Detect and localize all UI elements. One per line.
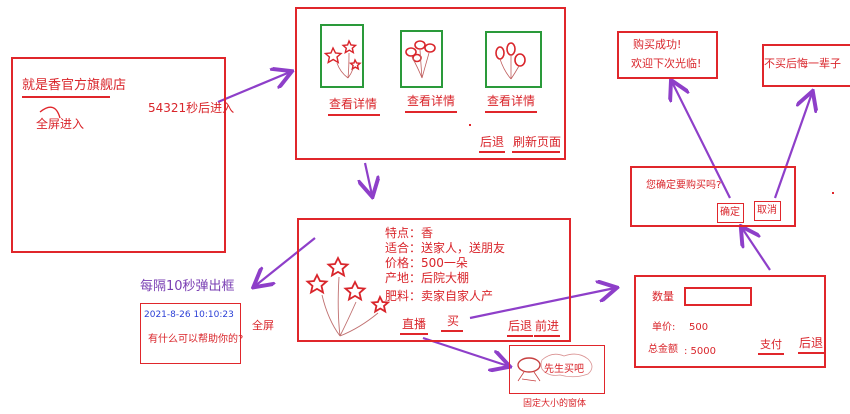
live-window-caption: 固定大小的窗体 [523, 399, 587, 409]
confirm-cancel-button[interactable] [754, 201, 781, 221]
arrow-list-to-detail [365, 162, 372, 195]
detail-link-3[interactable]: 查看详情 [487, 94, 536, 108]
buy-button[interactable]: 买 [447, 314, 460, 328]
success-line-2: 欢迎下次光临! [631, 57, 702, 70]
chat-popup-frame [140, 303, 241, 364]
detail-link-1-underline [328, 114, 380, 116]
detail-back-underline [507, 335, 533, 337]
list-page-frame [295, 7, 566, 160]
order-back-underline [798, 352, 824, 354]
red-ovals-icon [495, 42, 526, 80]
popup-message: 有什么可以帮助你的? [148, 334, 244, 345]
red-stars-icon [323, 39, 362, 79]
regret-box-frame [762, 44, 850, 87]
live-window-frame [509, 345, 605, 394]
arrow-detail-to-order [469, 288, 615, 320]
list-back-button[interactable]: 后退 [480, 135, 505, 149]
arrow-confirm-to-success [672, 82, 731, 199]
unit-price-label: 单价: [652, 322, 676, 333]
pay-underline [758, 353, 784, 355]
confirm-question: 您确定要购买吗? [646, 180, 722, 191]
arrow-live-to-window [422, 336, 508, 366]
spec-feature: 特点：香 [385, 226, 434, 240]
store-link-underline [22, 96, 110, 98]
buy-underline [441, 330, 463, 332]
live-window-sketch [517, 353, 593, 382]
popup-fullscreen-link[interactable]: 全屏 [252, 319, 274, 332]
refresh-underline [512, 151, 560, 153]
live-stream-button[interactable]: 直播 [402, 317, 427, 331]
refresh-button[interactable]: 刷新页面 [513, 135, 562, 149]
flower-bouquet-icon [305, 255, 390, 337]
confirm-cancel-label: 取消 [757, 205, 777, 216]
home-page-frame [11, 57, 226, 253]
list-back-underline [479, 151, 505, 153]
spec-fertilizer: 肥料：卖家自家人产 [385, 289, 494, 303]
detail-link-3-underline [485, 111, 537, 113]
live-bubble-text: 先生买吧 [544, 364, 584, 375]
confirm-ok-label: 确定 [720, 207, 740, 218]
total-value: : 5000 [684, 346, 716, 357]
forward-button[interactable]: 前进 [535, 319, 560, 333]
live-stream-underline [400, 333, 428, 335]
red-balloons-icon [405, 40, 436, 79]
detail-back-button[interactable]: 后退 [508, 319, 533, 333]
regret-text: 不买后悔一辈子 [764, 57, 841, 70]
arrow-cancel-to-regret [773, 93, 812, 199]
countdown-text: 54321秒后进入 [148, 101, 235, 115]
qty-label: 数量 [652, 290, 674, 303]
popup-timestamp: 2021-8-26 10:10:23 [144, 310, 234, 320]
total-label: 总金额 [648, 344, 678, 355]
arrow-detail-to-popup [255, 237, 316, 286]
order-back-button[interactable]: 后退 [799, 336, 824, 350]
order-page-frame [634, 275, 826, 368]
spec-origin: 产地：后院大棚 [385, 271, 470, 285]
confirm-dialog-frame [630, 166, 796, 227]
product-thumb-2[interactable] [400, 30, 443, 88]
unit-price-value: 500 [689, 322, 709, 333]
spec-suitable: 适合：送家人，送朋友 [385, 241, 506, 255]
store-link[interactable]: 就是香官方旗舰店 [22, 78, 127, 93]
success-box-frame [617, 31, 718, 79]
pay-button[interactable]: 支付 [760, 338, 782, 351]
product-thumb-1[interactable] [320, 24, 364, 88]
detail-page-frame [297, 218, 571, 342]
fullscreen-mark [39, 106, 61, 119]
success-line-1: 购买成功! [633, 38, 682, 51]
arrow-order-to-confirm [742, 228, 771, 271]
detail-link-1[interactable]: 查看详情 [329, 97, 378, 111]
detail-link-2-underline [405, 111, 457, 113]
fullscreen-enter-link[interactable]: 全屏进入 [36, 117, 85, 131]
qty-input[interactable] [684, 287, 752, 306]
stray-dot [832, 192, 834, 194]
popup-interval-caption: 每隔10秒弹出框 [140, 279, 235, 294]
spec-price: 价格：500一朵 [385, 256, 468, 270]
arrow-home-to-list [217, 72, 290, 104]
forward-underline [534, 335, 560, 337]
detail-link-2[interactable]: 查看详情 [407, 94, 456, 108]
product-thumb-3[interactable] [485, 31, 542, 88]
stray-dot [469, 124, 471, 126]
confirm-ok-button[interactable] [717, 203, 744, 223]
